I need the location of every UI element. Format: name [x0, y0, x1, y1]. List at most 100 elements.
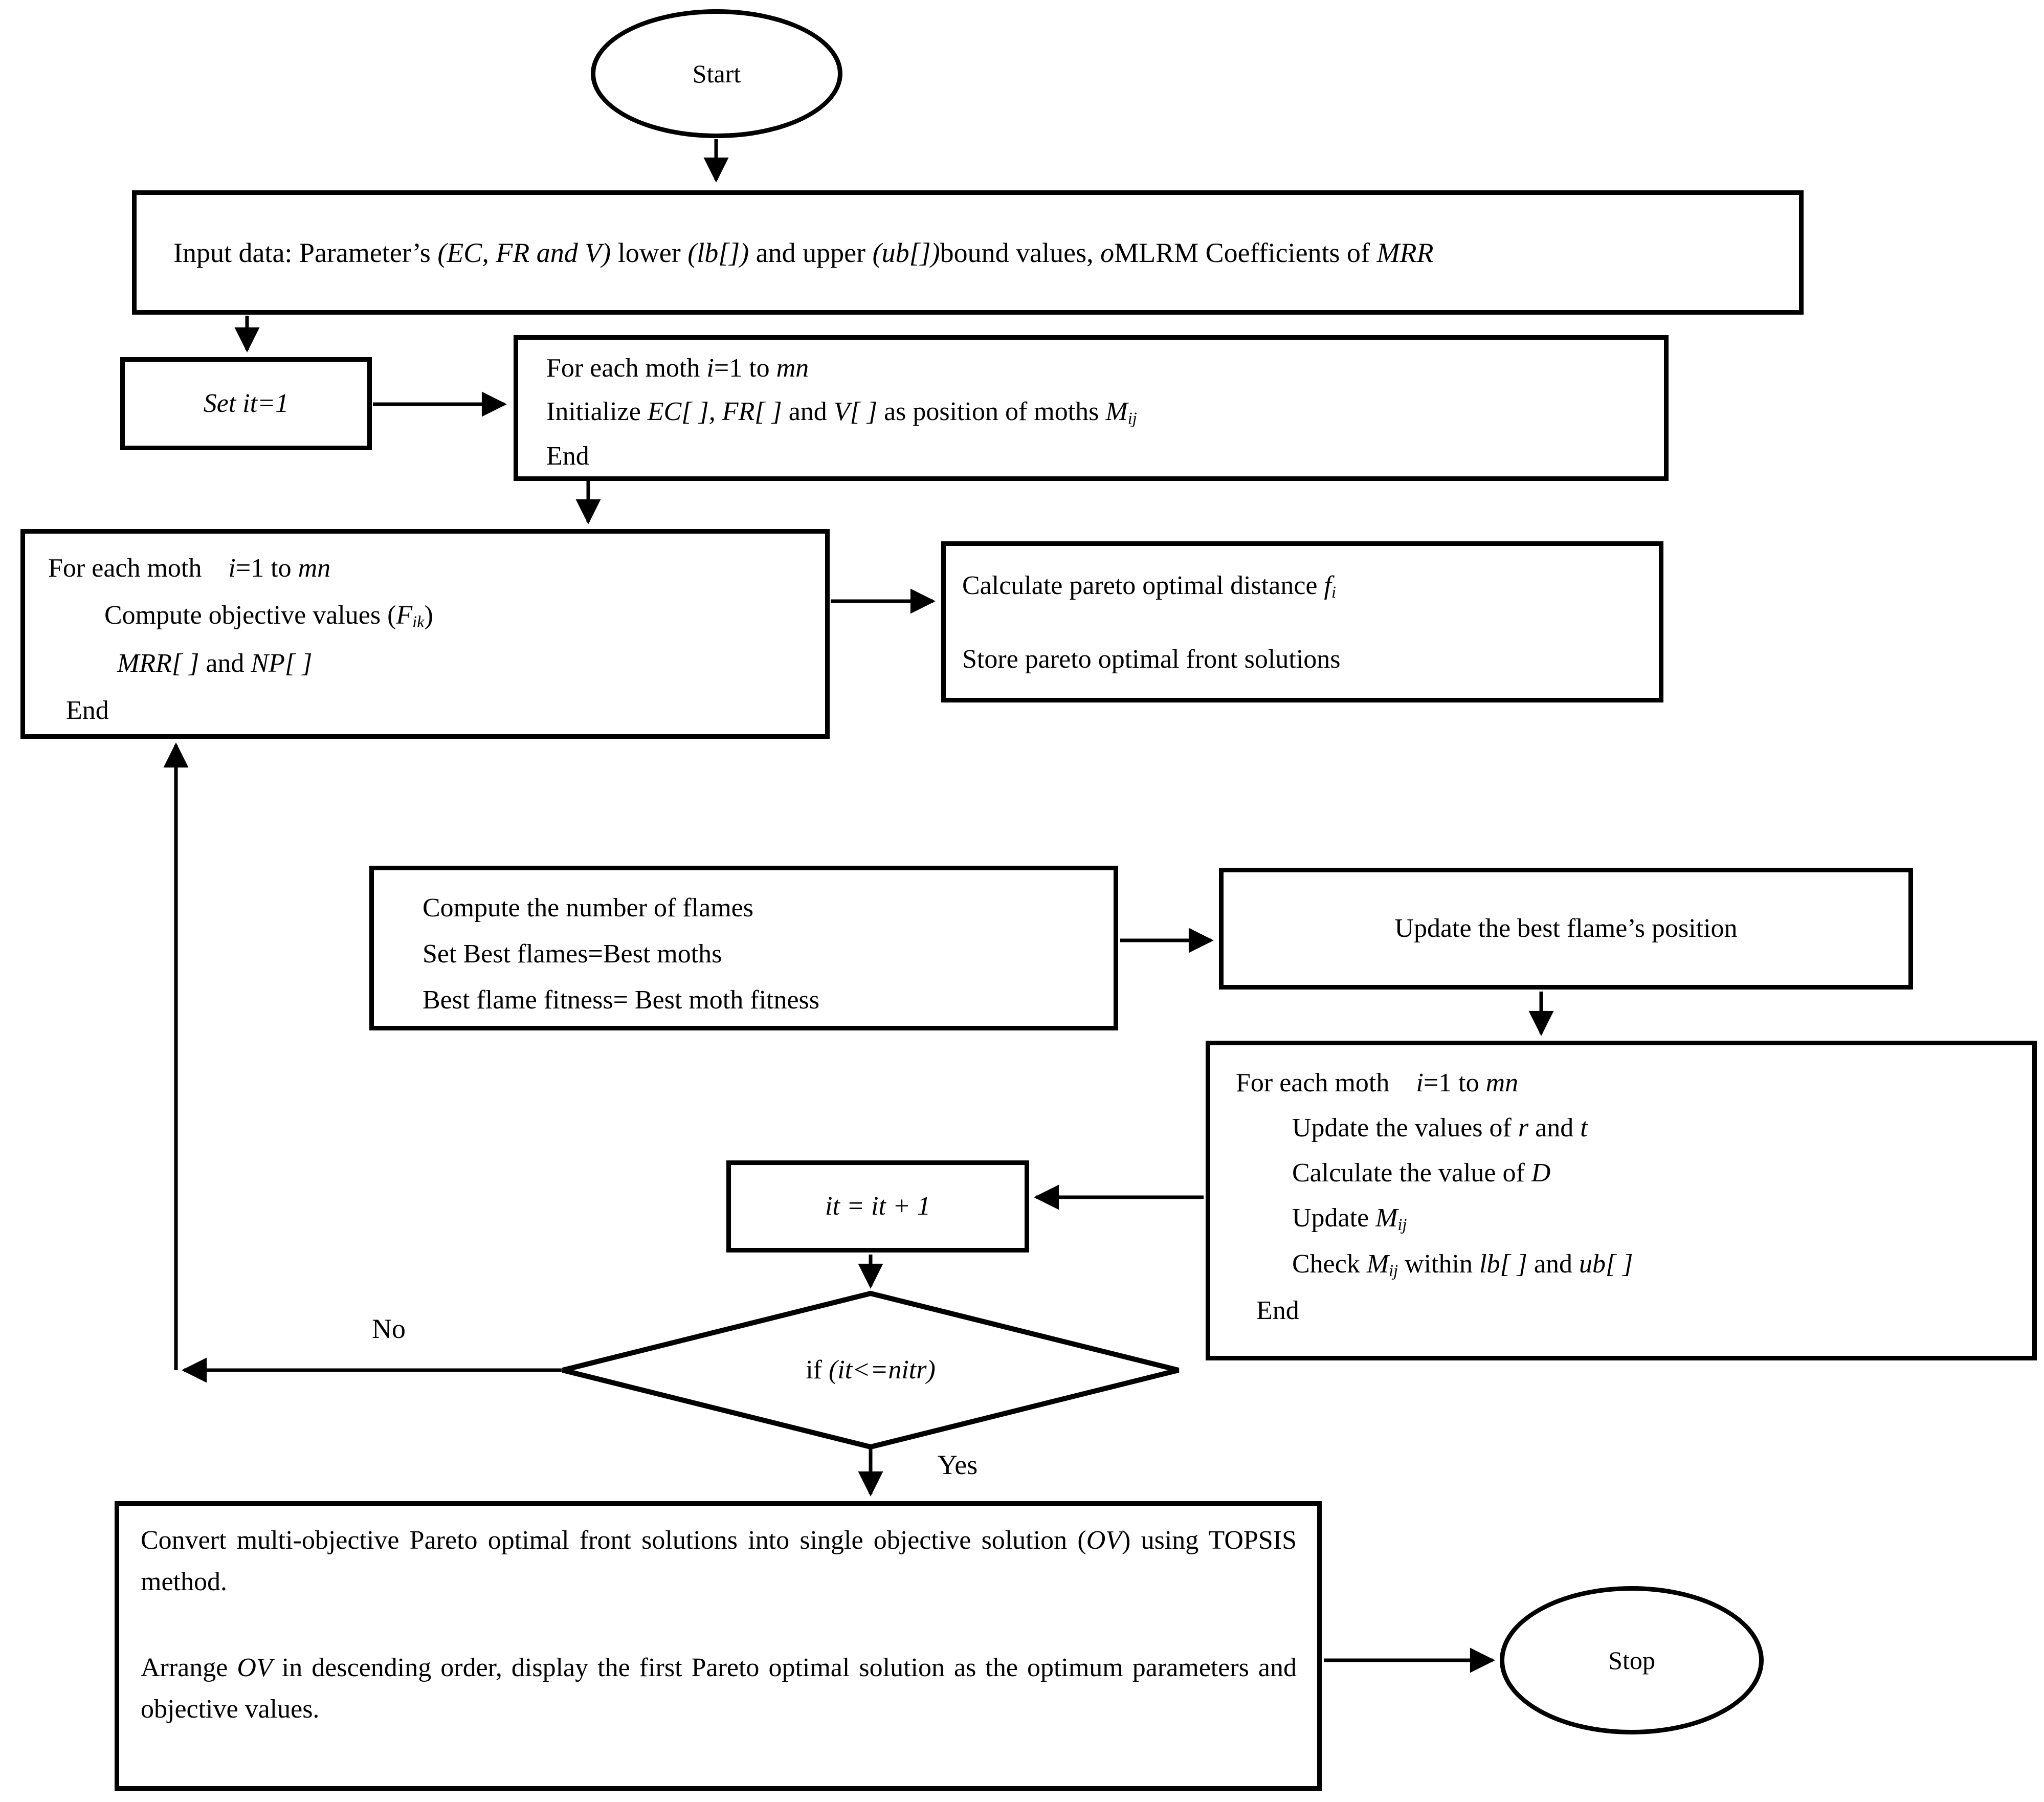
text-segment: ub[ ]	[1579, 1249, 1633, 1279]
text-segment: ) using TOPSIS method.	[141, 1526, 1297, 1596]
text-segment: MRR[ ]	[117, 649, 199, 678]
text-segment: lower	[611, 237, 688, 268]
text-segment: as position of moths	[877, 397, 1106, 426]
text-segment: ij	[1397, 1215, 1407, 1234]
text-segment: For each moth	[546, 354, 707, 383]
text-segment: mn	[298, 554, 331, 583]
text-segment: it = it + 1	[825, 1192, 930, 1221]
update-flame-position-process: Update the best flame’s position	[1219, 868, 1913, 990]
text-segment: OV	[237, 1653, 273, 1683]
node-line: Compute the number of flames	[423, 895, 1103, 921]
text-segment: Compute the number of flames	[423, 893, 753, 922]
text-segment: i	[1331, 583, 1336, 602]
node-line: Update the values of r and t	[1236, 1115, 2022, 1141]
node-line: For each moth i=1 to mn	[546, 355, 1654, 382]
text-segment: and	[1527, 1249, 1580, 1279]
text-segment: lb[ ]	[1479, 1249, 1527, 1279]
input-data-process: Input data: Parameter’s (EC, FR and V) l…	[132, 190, 1804, 315]
node-line: For each moth i=1 to mn	[48, 555, 815, 582]
decision-condition-segments: if (it<=nitr)	[806, 1355, 936, 1385]
start-terminator: Start	[591, 9, 842, 138]
update-flame-text: Update the best flame’s position	[1394, 915, 1737, 942]
text-segment: within	[1398, 1249, 1479, 1279]
text-segment: Update	[1292, 1203, 1376, 1233]
text-segment: mn	[1485, 1068, 1519, 1097]
text-segment: Set it=1	[203, 389, 289, 418]
text-segment: ij	[1127, 409, 1137, 428]
text-segment: in descending order, display the first P…	[141, 1653, 1297, 1724]
node-line: MRR[ ] and NP[ ]	[48, 650, 815, 677]
node-line: Calculate the value of D	[1236, 1160, 2022, 1186]
input-data-text: Input data: Parameter’s (EC, FR and V) l…	[173, 239, 1434, 267]
node-line: End	[1236, 1295, 2022, 1325]
text-segment: M	[1366, 1249, 1389, 1279]
text-segment: (EC, FR and V)	[437, 237, 611, 268]
text-segment: Initialize	[546, 397, 648, 426]
text-segment: End	[1256, 1295, 1299, 1325]
text-segment: Compute objective values (	[104, 601, 396, 630]
node-line: Set Best flames=Best moths	[423, 941, 1103, 968]
text-segment: F	[396, 601, 413, 630]
text-segment: )	[424, 601, 433, 630]
text-segment: Update the best flame’s position	[1394, 914, 1738, 943]
text-segment: End	[546, 442, 589, 471]
text-segment: Update the values of	[1292, 1113, 1518, 1142]
text-segment: M	[1105, 397, 1128, 426]
text-segment: Check	[1292, 1249, 1367, 1279]
text-segment: OV	[1086, 1526, 1122, 1555]
text-segment: Arrange	[141, 1653, 237, 1683]
text-segment: For each moth	[48, 554, 229, 583]
increment-text: it = it + 1	[825, 1193, 930, 1220]
increment-iteration-process: it = it + 1	[726, 1160, 1029, 1252]
text-segment: =1 to	[1423, 1068, 1486, 1097]
text-segment: i	[706, 354, 714, 383]
text-segment: Calculate the value of	[1292, 1158, 1531, 1188]
text-segment: =1 to	[235, 554, 298, 583]
node-line: End	[546, 443, 1654, 470]
text-segment: if	[806, 1355, 829, 1385]
text-segment: Input data: Parameter’s	[173, 237, 438, 268]
text-segment: Convert multi-objective Pareto optimal f…	[141, 1526, 1086, 1555]
node-line: For each moth i=1 to mn	[1236, 1070, 2022, 1096]
text-segment: t	[1580, 1113, 1588, 1142]
text-segment: End	[66, 696, 109, 726]
node-line: End	[48, 697, 815, 724]
text-segment: o	[1100, 237, 1115, 268]
start-label: Start	[692, 59, 741, 88]
decision-condition-text: if (it<=nitr)	[666, 1355, 1075, 1385]
text-segment: Set Best flames=Best moths	[423, 939, 722, 969]
text-segment: ik	[412, 612, 425, 631]
text-segment: and	[782, 397, 834, 426]
text-segment: Store pareto optimal front solutions	[962, 645, 1341, 674]
text-segment: mn	[776, 354, 809, 383]
node-paragraph: Arrange OV in descending order, display …	[141, 1647, 1297, 1730]
text-segment: (it<=nitr)	[828, 1355, 936, 1385]
set-iteration-process: Set it=1	[120, 357, 372, 450]
node-line: Check Mij within lb[ ] and ub[ ]	[1236, 1251, 2022, 1279]
text-segment: f	[1324, 571, 1331, 600]
text-segment: V[ ]	[833, 397, 878, 426]
pareto-distance-process: Calculate pareto optimal distance fi Stor…	[941, 541, 1663, 702]
edge-label-yes: Yes	[937, 1449, 978, 1480]
text-segment: D	[1531, 1158, 1551, 1188]
edge-label-no: No	[372, 1313, 406, 1344]
node-line: Initialize EC[ ], FR[ ] and V[ ] as posi…	[546, 397, 1654, 428]
text-segment: Best flame fitness= Best moth fitness	[423, 985, 820, 1015]
text-segment: (lb[])	[687, 237, 749, 268]
text-segment: =1 to	[714, 354, 776, 383]
text-segment: NP[ ]	[251, 649, 313, 678]
text-segment: i	[228, 554, 236, 583]
text-segment: r	[1518, 1113, 1529, 1142]
text-segment: EC[ ], FR[ ]	[647, 397, 782, 426]
node-line: Calculate pareto optimal distance fi	[962, 571, 1649, 602]
text-segment: M	[1375, 1203, 1398, 1233]
text-segment: MLRM Coefficients of	[1114, 237, 1377, 268]
text-segment: and	[1528, 1113, 1581, 1142]
text-segment: (ub[])	[872, 237, 940, 268]
text-segment: and	[199, 649, 251, 678]
